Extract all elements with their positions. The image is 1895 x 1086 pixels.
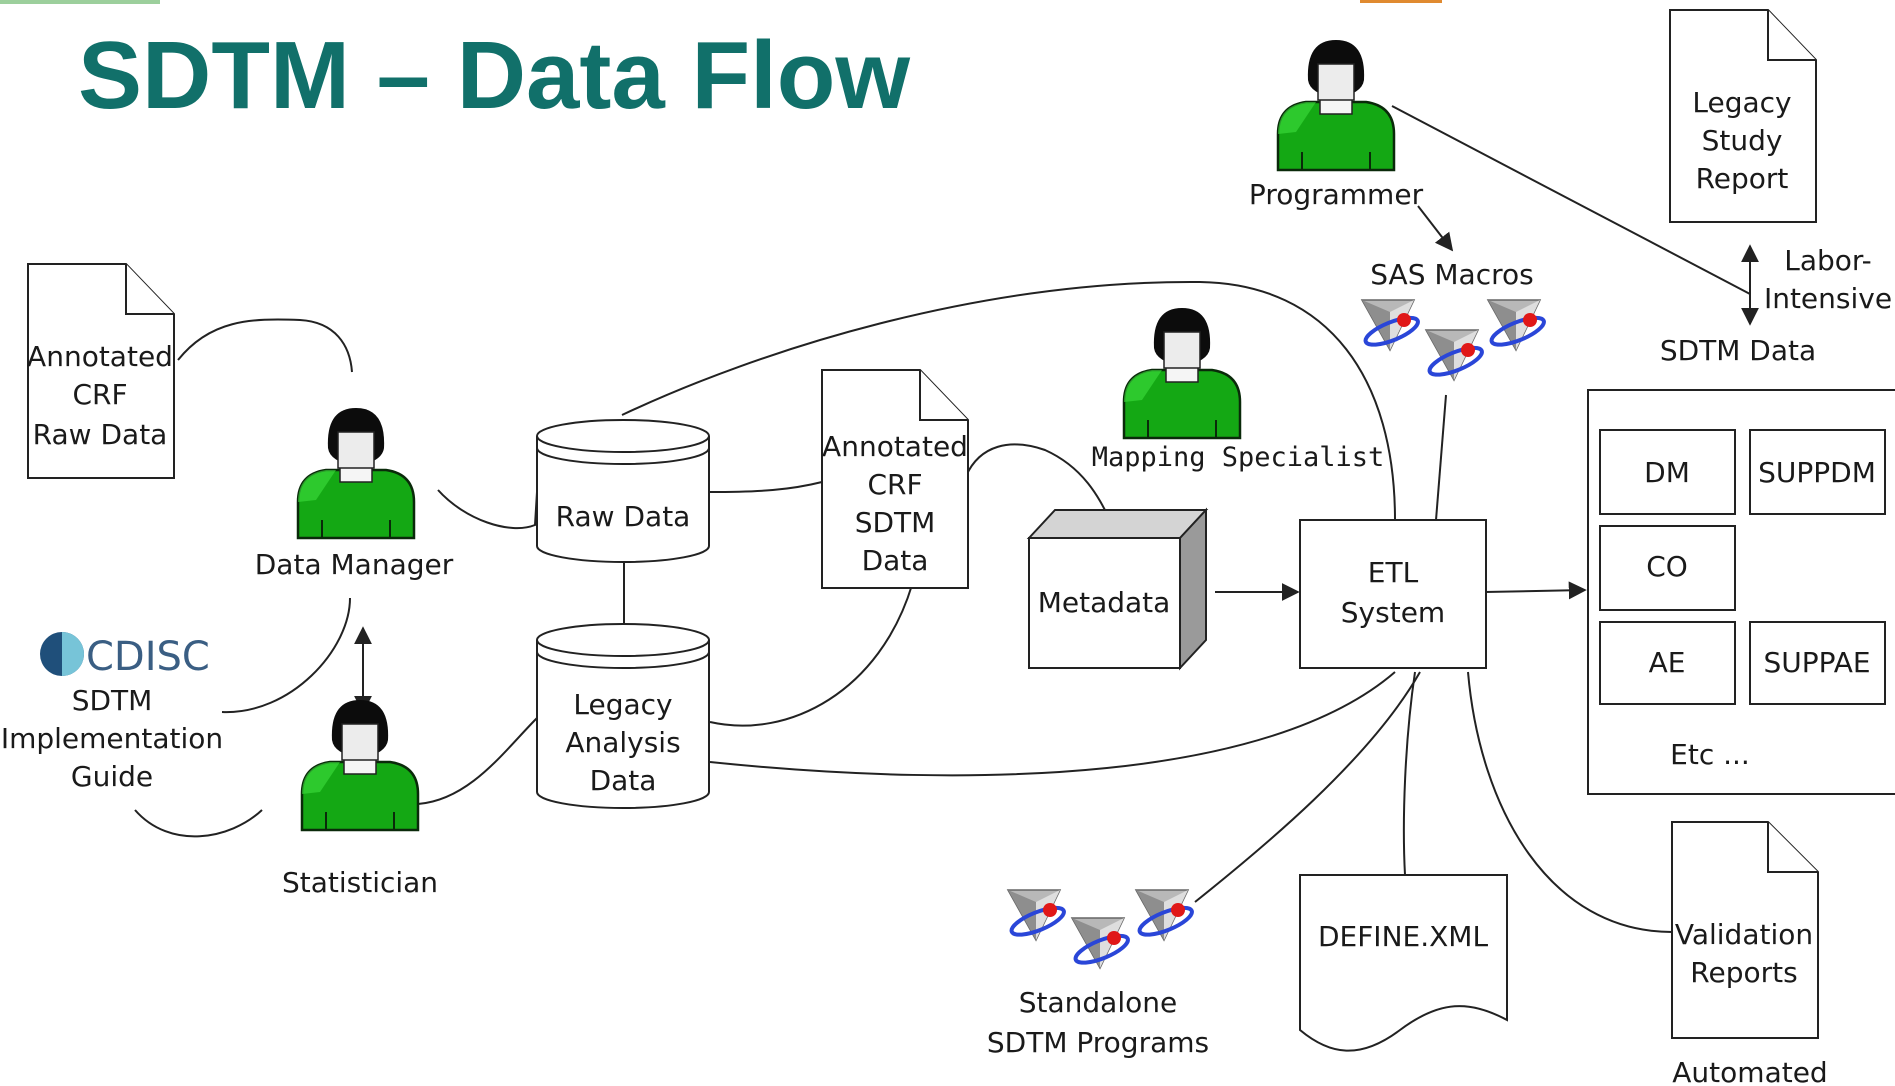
page-title: SDTM – Data Flow bbox=[78, 22, 910, 129]
connector-etl-standalone bbox=[1194, 671, 1421, 903]
connector-legacy-etl bbox=[709, 671, 1396, 777]
sdtm-domain-suppdm bbox=[1749, 429, 1886, 515]
arrow-programmer-macros bbox=[1417, 205, 1454, 252]
connector-datamanager-cdisc bbox=[221, 597, 351, 714]
legacy-analysis-database: Legacy Analysis Data bbox=[536, 623, 710, 809]
legacy-analysis-line-1: Legacy bbox=[573, 688, 672, 721]
sdtm-domain-suppdm-label: SUPPDM bbox=[1758, 456, 1876, 489]
annotated-crf-sdtm-document: Annotated CRF SDTM Data bbox=[821, 369, 969, 589]
connector-legacy-crf-sdtm bbox=[709, 584, 913, 727]
sdtm-domain-dm-label: DM bbox=[1644, 456, 1690, 489]
statistician-label: Statistician bbox=[282, 866, 438, 899]
sdtm-domain-ae bbox=[1599, 621, 1736, 705]
cdisc-logo-text: CDISC bbox=[86, 634, 210, 680]
crf-sdtm-line-3: SDTM bbox=[855, 506, 936, 539]
cdisc-guide-line-2: Implementation bbox=[1, 722, 223, 755]
crf-raw-line-1: Annotated bbox=[27, 340, 173, 373]
etl-line-1: ETL bbox=[1368, 556, 1419, 589]
sdtm-domain-ae-label: AE bbox=[1649, 646, 1686, 679]
annotated-crf-raw-document: Annotated CRF Raw Data bbox=[27, 263, 175, 479]
connector-statistician-legacy bbox=[417, 717, 538, 805]
sdtm-domain-suppae bbox=[1749, 621, 1886, 705]
programmer-figure: Programmer bbox=[1249, 38, 1424, 211]
define-xml-label: DEFINE.XML bbox=[1318, 920, 1488, 953]
validation-line-2: Reports bbox=[1690, 956, 1797, 989]
connector-rawdata-crf-sdtm bbox=[709, 481, 823, 493]
sas-macro-icon-1 bbox=[1360, 298, 1424, 353]
legacy-report-line-2: Study bbox=[1702, 124, 1783, 157]
programmer-icon bbox=[1276, 38, 1396, 172]
legacy-study-report-document: Legacy Study Report bbox=[1669, 9, 1817, 223]
programmer-label: Programmer bbox=[1249, 178, 1424, 211]
arrow-etl-sdtm-data bbox=[1484, 581, 1587, 600]
legacy-report-line-1: Legacy bbox=[1692, 86, 1791, 119]
connector-etl-macros bbox=[1435, 394, 1447, 521]
top-accent-bar bbox=[0, 0, 160, 4]
standalone-line-2: SDTM Programs bbox=[987, 1026, 1209, 1059]
metadata-label: Metadata bbox=[1038, 586, 1171, 619]
sdtm-domain-suppae-label: SUPPAE bbox=[1763, 646, 1870, 679]
sdtm-data-label: SDTM Data bbox=[1660, 334, 1816, 367]
labor-intensive-line-1: Labor- bbox=[1784, 244, 1872, 277]
sas-macros: SAS Macros bbox=[1360, 258, 1550, 383]
crf-raw-line-3: Raw Data bbox=[33, 418, 168, 451]
cdisc-guide-line-1: SDTM bbox=[72, 684, 153, 717]
connector-etl-validation bbox=[1467, 671, 1673, 933]
connectors bbox=[134, 105, 1759, 933]
data-manager-label: Data Manager bbox=[255, 548, 454, 581]
cdisc-guide: CDISC SDTM Implementation Guide bbox=[1, 632, 223, 793]
standalone-line-1: Standalone bbox=[1019, 986, 1177, 1019]
top-accent-bar-orange bbox=[1360, 0, 1442, 3]
sdtm-domain-co bbox=[1599, 525, 1736, 611]
mapping-specialist-figure: Mapping Specialist bbox=[1092, 306, 1385, 473]
metadata-box: Metadata bbox=[1026, 507, 1209, 671]
data-manager-figure: Data Manager bbox=[255, 406, 454, 581]
connector-cdisc-statistician bbox=[134, 809, 263, 838]
standalone-program-icon-3 bbox=[1134, 888, 1198, 943]
crf-sdtm-line-1: Annotated bbox=[822, 430, 968, 463]
raw-data-database: Raw Data bbox=[536, 419, 710, 563]
validation-reports-document: Validation Reports bbox=[1671, 821, 1819, 1039]
legacy-report-line-3: Report bbox=[1696, 162, 1789, 195]
connector-programmer-legacy-report bbox=[1391, 105, 1751, 295]
legacy-analysis-line-2: Analysis bbox=[565, 726, 680, 759]
legacy-analysis-line-3: Data bbox=[590, 764, 657, 797]
etl-system-box: ETL System bbox=[1299, 519, 1487, 669]
statistician-figure: Statistician bbox=[282, 698, 438, 899]
mapping-specialist-label: Mapping Specialist bbox=[1092, 442, 1385, 473]
connector-crf-sdtm-mapping bbox=[965, 443, 1111, 521]
statistician-icon bbox=[300, 698, 420, 832]
crf-sdtm-line-2: CRF bbox=[867, 468, 922, 501]
standalone-sdtm-programs: Standalone SDTM Programs bbox=[987, 888, 1209, 1059]
automated-label: Automated bbox=[1672, 1056, 1827, 1086]
sdtm-domain-co-label: CO bbox=[1646, 550, 1688, 583]
connector-rawdata-etl bbox=[621, 280, 1396, 521]
sas-macros-label: SAS Macros bbox=[1370, 258, 1533, 291]
sas-macro-icon-3 bbox=[1486, 298, 1550, 353]
cdisc-guide-line-3: Guide bbox=[71, 760, 153, 793]
raw-data-label: Raw Data bbox=[556, 500, 691, 533]
sas-macro-icon-2 bbox=[1424, 328, 1488, 383]
sdtm-etc-label: Etc ... bbox=[1670, 738, 1750, 771]
sdtm-domain-dm bbox=[1599, 429, 1736, 515]
standalone-program-icon-2 bbox=[1070, 916, 1134, 971]
standalone-program-icon-1 bbox=[1006, 888, 1070, 943]
define-xml-document: DEFINE.XML bbox=[1299, 874, 1508, 1052]
mapping-specialist-icon bbox=[1122, 306, 1242, 440]
connector-etl-define bbox=[1402, 671, 1416, 876]
etl-line-2: System bbox=[1341, 596, 1445, 629]
cdisc-logo-icon: CDISC bbox=[40, 632, 210, 680]
validation-line-1: Validation bbox=[1675, 918, 1813, 951]
connector-crf-datamanager bbox=[177, 318, 353, 373]
labor-intensive-line-2: Intensive bbox=[1764, 282, 1892, 315]
crf-raw-line-2: CRF bbox=[72, 378, 127, 411]
data-manager-icon bbox=[296, 406, 416, 540]
crf-sdtm-line-4: Data bbox=[862, 544, 929, 577]
sdtm-data-panel: SDTM Data DM SUPPDM CO AE SUPPAE Etc ... bbox=[1587, 334, 1895, 795]
connector-datamanager-rawdata bbox=[437, 489, 538, 530]
